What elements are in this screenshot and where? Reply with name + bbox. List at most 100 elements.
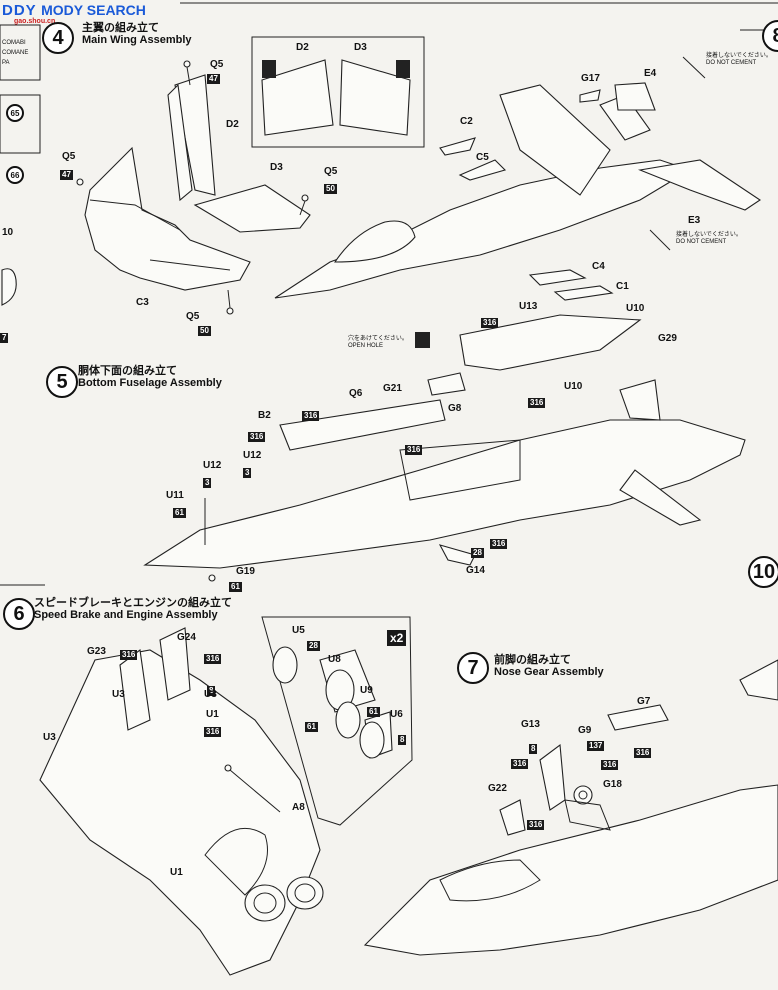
paint-num: 50 [324, 184, 337, 194]
fuselage-top-step4 [274, 56, 761, 299]
step-6-title-jp: スピードブレーキとエンジンの組み立て [34, 597, 232, 609]
left-note-3: PA [2, 60, 10, 66]
part-g19: G19 [236, 566, 255, 577]
part-u1: U1 [170, 867, 183, 878]
engine-parts [272, 646, 393, 759]
part-g22: G22 [488, 783, 507, 794]
paint-num: 8 [207, 686, 216, 696]
part-q5: Q5 [62, 151, 76, 162]
part-q6: Q6 [349, 388, 363, 399]
no-cement-jp: 接着しないでください。 [676, 232, 742, 238]
part-c5: C5 [476, 152, 489, 163]
part-g9: G9 [578, 725, 592, 736]
step-6-badge: 6 [3, 598, 35, 630]
fuselage-nose-step7 [363, 704, 778, 956]
open-hole-note: 穴をあけてください。 OPEN HOLE [348, 336, 408, 350]
open-hole-jp: 穴をあけてください。 [348, 336, 408, 342]
left-ref-10: 10 [2, 227, 14, 238]
paint-num: 61 [229, 582, 242, 592]
step-5-badge: 5 [46, 366, 78, 398]
part-e3: E3 [688, 215, 701, 226]
part-q5: Q5 [186, 311, 200, 322]
part-d2: D2 [226, 119, 239, 130]
part-c2: C2 [460, 116, 473, 127]
paint-num: 316 [302, 411, 320, 421]
paint-num: 3 [203, 478, 212, 488]
part-g13: G13 [521, 719, 540, 730]
watermark-brand-logo: DDY [2, 2, 37, 19]
paint-num: 3 [243, 468, 252, 478]
step-7-title-jp: 前脚の組み立て [494, 654, 571, 666]
no-cement-jp: 接着しないでください。 [706, 53, 772, 59]
part-g21: G21 [383, 383, 402, 394]
part-u12: U12 [203, 460, 222, 471]
part-c3: C3 [136, 297, 149, 308]
part-u1: U1 [206, 709, 219, 720]
part-u12: U12 [243, 450, 262, 461]
fuselage-bottom-step5 [143, 379, 746, 582]
part-u3: U3 [112, 689, 125, 700]
paint-num: 47 [207, 74, 220, 84]
ref-circle-66: 66 [6, 166, 24, 184]
qty-x2-badge: x2 [387, 630, 407, 646]
part-g18: G18 [603, 779, 622, 790]
paint-num: 61 [173, 508, 186, 518]
step-5-title: 胴体下面の組み立て Bottom Fuselage Assembly [78, 365, 222, 389]
paint-num: 316 [405, 445, 423, 455]
part-c1: C1 [616, 281, 629, 292]
step-7-title-en: Nose Gear Assembly [494, 666, 604, 679]
part-d3: D3 [270, 162, 283, 173]
part-u6: U6 [390, 709, 403, 720]
step-5-title-en: Bottom Fuselage Assembly [78, 377, 222, 390]
no-cement-note-2: 接着しないでください。 DO NOT CEMENT [676, 232, 742, 246]
part-g7: G7 [637, 696, 651, 707]
paint-num: 50 [198, 326, 211, 336]
no-cement-note-1: 接着しないでください。 DO NOT CEMENT [706, 53, 772, 67]
left-fragment-part [1, 268, 17, 306]
part-u10: U10 [564, 381, 583, 392]
paint-num: 137 [587, 741, 605, 751]
paint-num: 8 [529, 744, 538, 754]
paint-num: 61 [305, 722, 318, 732]
part-b2: B2 [258, 410, 271, 421]
part-q5: Q5 [324, 166, 338, 177]
left-note-1: COMABI [2, 40, 26, 46]
paint-num: 316 [481, 318, 499, 328]
step-4-title: 主翼の組み立て Main Wing Assembly [82, 22, 192, 46]
part-g23: G23 [87, 646, 106, 657]
part-u13: U13 [519, 301, 538, 312]
paint-num: 8 [398, 735, 407, 745]
part-g29: G29 [658, 333, 677, 344]
no-cement-en: DO NOT CEMENT [706, 59, 757, 66]
part-g17: G17 [581, 73, 600, 84]
paint-num: 316 [490, 539, 508, 549]
no-cement-en: DO NOT CEMENT [676, 238, 727, 245]
paint-num: 316 [601, 760, 619, 770]
paint-num: 316 [528, 398, 546, 408]
paint-num: 28 [471, 548, 484, 558]
paint-num: 28 [307, 641, 320, 651]
part-u9: U9 [360, 685, 373, 696]
inset-flap-d2 [261, 59, 334, 136]
right-fragment-parts [739, 29, 778, 701]
part-u3: U3 [43, 732, 56, 743]
inset-box-d2-d3 [251, 36, 425, 148]
part-q5: Q5 [210, 59, 224, 70]
left-note-box [0, 24, 41, 81]
wing-part-d3 [193, 184, 311, 233]
part-g14: G14 [466, 565, 485, 576]
watermark-brand: DDY MODY SEARCH [2, 2, 146, 20]
part-g8: G8 [448, 403, 462, 414]
part-u8: U8 [328, 654, 341, 665]
part-u5: U5 [292, 625, 305, 636]
paint-num: 61 [367, 707, 380, 717]
wing-part-c3 [84, 146, 251, 291]
paint-num: 316 [120, 650, 138, 660]
part-u11: U11 [166, 490, 184, 501]
inset-part-d2: D2 [296, 42, 309, 53]
wing-part-d2 [167, 74, 216, 202]
watermark-brand-text: MODY SEARCH [41, 2, 146, 18]
ref-circle-65: 65 [6, 104, 24, 122]
engine-inset-box [261, 616, 413, 826]
